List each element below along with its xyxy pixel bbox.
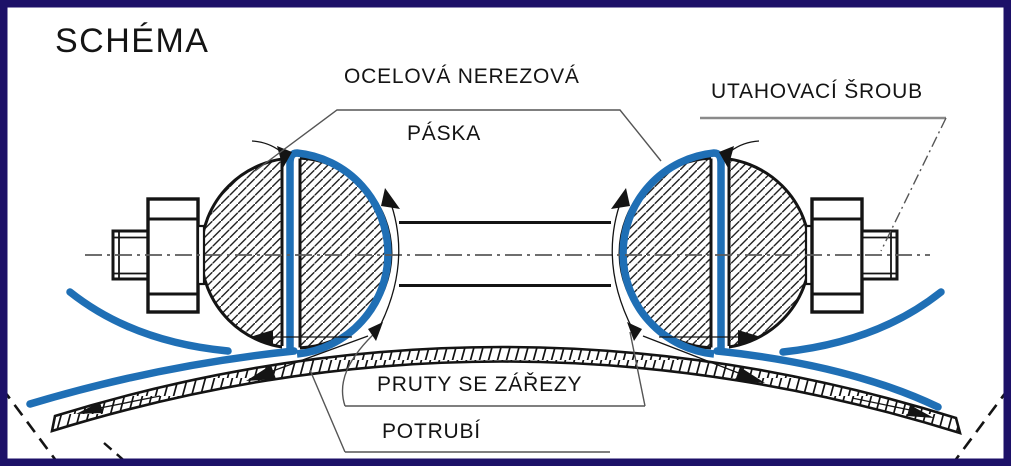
label-screw: UTAHOVACÍ ŠROUB	[711, 80, 923, 103]
band-tail-right	[779, 288, 945, 356]
pipe-break-line-right	[949, 387, 1011, 466]
label-rods: PRUTY SE ZÁŘEZY	[377, 373, 583, 396]
pipe-break-line-left	[0, 387, 62, 466]
rod-left	[199, 156, 393, 350]
leader-rods-arm-left	[341, 329, 379, 407]
leader-rods-arrowhead-right	[627, 322, 642, 341]
band-on-pipe-right	[713, 347, 942, 411]
label-pipe: POTRUBÍ	[382, 420, 481, 443]
band-wrap-left-rod	[286, 149, 392, 358]
direction-arrows	[76, 140, 934, 418]
band-wrap-right-rod	[619, 149, 725, 358]
band-on-pipe-left	[26, 347, 298, 408]
leader-rods-arrowhead-left	[368, 322, 383, 341]
label-band-line1: OCELOVÁ NEREZOVÁ	[344, 65, 580, 88]
band-wraps	[286, 149, 725, 358]
page-title: SCHÉMA	[55, 22, 210, 60]
label-band-line2: PÁSKA	[407, 122, 482, 145]
leader-band	[254, 109, 662, 172]
leader-lines	[254, 109, 947, 453]
steel-band	[26, 288, 945, 411]
leader-screw-arm	[880, 117, 947, 252]
band-tail-left	[66, 288, 232, 355]
connecting-rod	[399, 221, 611, 287]
leader-pipe-arm	[309, 369, 346, 453]
leader-rods-arm-right	[629, 331, 646, 407]
